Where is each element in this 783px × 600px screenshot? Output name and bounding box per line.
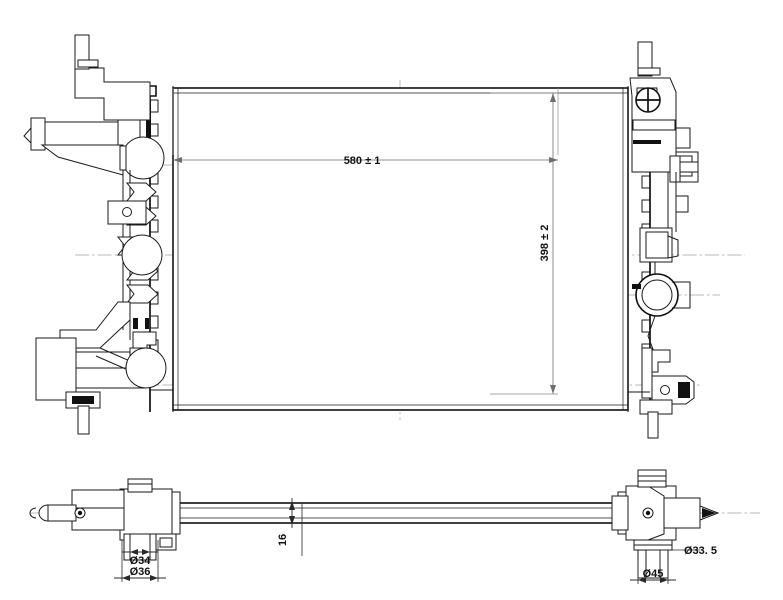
right-top-tab: [637, 469, 667, 488]
core-depth-dimension-label: 16: [277, 534, 289, 546]
dimension-outlet-outer: Ø45: [630, 560, 676, 584]
core-width-dimension-label: 580 ± 1: [344, 155, 381, 167]
left-hook-tip: [29, 507, 37, 519]
tank-rib: [641, 175, 650, 189]
front-view: 580 ± 1 398 ± 2: [23, 34, 745, 439]
lower-outlet-flange: [35, 337, 77, 401]
upper-left-pin-collar: [77, 59, 99, 68]
tank-rib: [150, 99, 159, 113]
outlet-outer-diameter-label: Ø45: [643, 568, 664, 580]
right-flange: [611, 495, 629, 531]
top-view-right-end: [611, 469, 720, 579]
lower-right-dark-block: [678, 382, 690, 398]
depth-arrow-top: [289, 501, 295, 510]
height-arrow-top: [550, 93, 556, 102]
left-tank-assembly: [23, 34, 174, 435]
clip-arrow: [125, 284, 159, 304]
upper-left-rail-end: [30, 117, 46, 151]
dimension-inlet-inner: Ø34: [122, 540, 158, 567]
tank-rib: [150, 315, 159, 329]
dia34-arrow-left: [130, 549, 138, 555]
lower-outlet-neck: [59, 301, 131, 349]
tank-rib: [150, 219, 159, 233]
depth-arrow-bottom: [289, 516, 295, 525]
tank-rib: [150, 123, 159, 137]
filler-band: [632, 119, 676, 131]
lower-left-boss: [121, 234, 163, 276]
inlet-side-boss-inner: [159, 537, 173, 548]
dimension-core-width: 580 ± 1: [172, 88, 559, 167]
core-slab-outline: [177, 502, 621, 524]
lower-right-post: [641, 347, 653, 399]
tank-rib: [641, 199, 650, 213]
rail-end-chamfer: [23, 127, 32, 144]
outlet-boss-circle: [125, 347, 167, 389]
tank-rib: [150, 195, 159, 209]
dimension-outlet-inner: Ø33. 5: [646, 545, 717, 578]
right-tank-assembly: [627, 41, 699, 439]
right-port-tab: [632, 284, 641, 289]
bottom-left-mount-pin: [77, 405, 90, 435]
lower-detail-a: [133, 318, 138, 329]
core-height-dimension-label: 398 ± 2: [539, 225, 551, 262]
filler-pin-collar: [637, 67, 661, 76]
width-arrow-right: [549, 157, 558, 163]
left-hook-round: [38, 504, 49, 522]
right-bracket-pad: [669, 155, 681, 183]
left-tank-block: [119, 488, 173, 541]
tank-rib: [641, 319, 650, 333]
right-wedge-body: [663, 497, 701, 529]
left-top-tab: [127, 478, 153, 493]
dia45-arrow-left: [638, 577, 646, 583]
dia34-arrow-right: [142, 549, 150, 555]
bottom-left-collar-inner: [72, 396, 94, 404]
dia36-arrow-left: [122, 575, 130, 581]
dia45-arrow-right: [660, 577, 668, 583]
dia36-arrow-right: [150, 575, 158, 581]
lower-detail-b: [145, 318, 149, 329]
right-port-inner: [641, 279, 673, 311]
dimension-inlet-outer: Ø36: [114, 540, 166, 582]
right-wedge-point: [699, 505, 720, 521]
right-port-drop-curve: [647, 315, 656, 353]
top-view: 16 Ø34 Ø36 Ø33. 5: [29, 469, 760, 584]
inlet-inner-diameter-label: Ø34: [130, 555, 152, 567]
core-outline: [172, 87, 629, 411]
filler-rib: [633, 140, 661, 144]
inlet-outer-diameter-label: Ø36: [130, 566, 151, 578]
right-wedge-tip: [702, 508, 716, 518]
upper-left-boss-tab: [119, 145, 127, 171]
lower-right-hole: [660, 385, 670, 395]
right-bracket-arm-c: [675, 195, 689, 213]
radiator-core: [172, 87, 629, 411]
width-arrow-left: [173, 157, 182, 163]
lower-right-mount-pin: [647, 411, 659, 439]
right-port-bracket: [672, 281, 691, 309]
mid-left-plate-hole: [122, 207, 132, 217]
outlet-inner-diameter-label: Ø33. 5: [684, 545, 717, 557]
left-hook-body: [47, 504, 77, 522]
height-arrow-bottom: [550, 385, 556, 394]
right-pivot-hole: [645, 510, 651, 516]
top-view-left-end: [29, 478, 181, 561]
dimension-core-depth: 16: [277, 498, 303, 556]
upper-left-bracket: [74, 67, 151, 121]
dimension-core-height: 398 ± 2: [490, 92, 558, 395]
left-hook-pivot-hole: [77, 510, 83, 516]
upper-left-boss: [121, 136, 165, 180]
lower-right-base: [639, 399, 673, 415]
right-mid-block-inner: [645, 231, 669, 259]
top-view-core-slab: [174, 502, 624, 524]
right-bracket-arm-a: [675, 127, 691, 149]
right-mid-block-tail: [667, 235, 679, 259]
